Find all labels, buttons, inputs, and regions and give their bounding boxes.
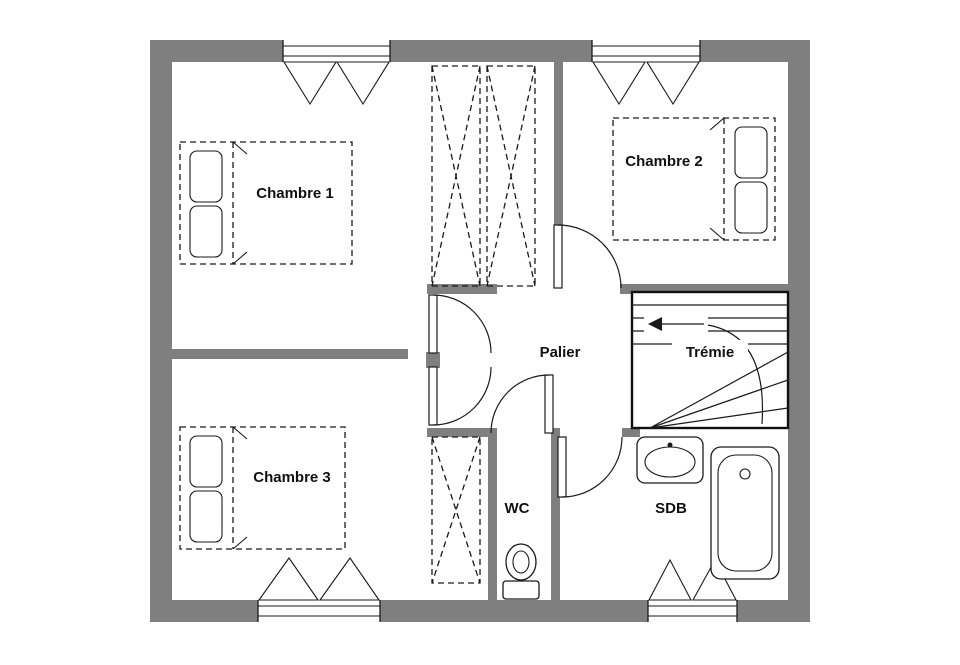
room-label-chambre1: Chambre 1 (256, 185, 334, 202)
door-icon-chambre2 (553, 224, 622, 289)
room-label-wc: WC (505, 500, 530, 517)
bed-icon-chambre3 (179, 426, 346, 550)
wardrobe-icon-left (431, 65, 481, 287)
room-label-chambre2: Chambre 2 (625, 153, 703, 170)
stairs-icon (630, 290, 790, 430)
door-icon-wc (490, 374, 554, 434)
door-icon-chambre1 (428, 294, 492, 354)
bathtub-icon (710, 446, 780, 580)
sink-icon (636, 436, 704, 484)
door-icon-sdb (557, 436, 623, 498)
bed-icon-chambre1 (179, 141, 353, 265)
window-icon-chambre1 (282, 40, 391, 106)
window-icon-sdb (647, 558, 738, 622)
room-label-chambre3: Chambre 3 (253, 469, 331, 486)
wardrobe-icon-wc (431, 436, 481, 584)
window-icon-chambre2 (591, 40, 701, 106)
bed-icon-chambre2 (612, 117, 776, 241)
wardrobe-icon-right (486, 65, 536, 287)
stairs-direction-arrow (648, 317, 662, 331)
room-label-tremie: Trémie (686, 344, 734, 361)
room-label-sdb: SDB (655, 500, 687, 517)
outer-walls (150, 40, 810, 622)
door-icon-chambre3 (428, 366, 492, 426)
interior-walls (172, 62, 788, 600)
room-label-palier: Palier (540, 344, 581, 361)
toilet-icon (502, 543, 540, 600)
window-icon-chambre3 (257, 557, 381, 622)
